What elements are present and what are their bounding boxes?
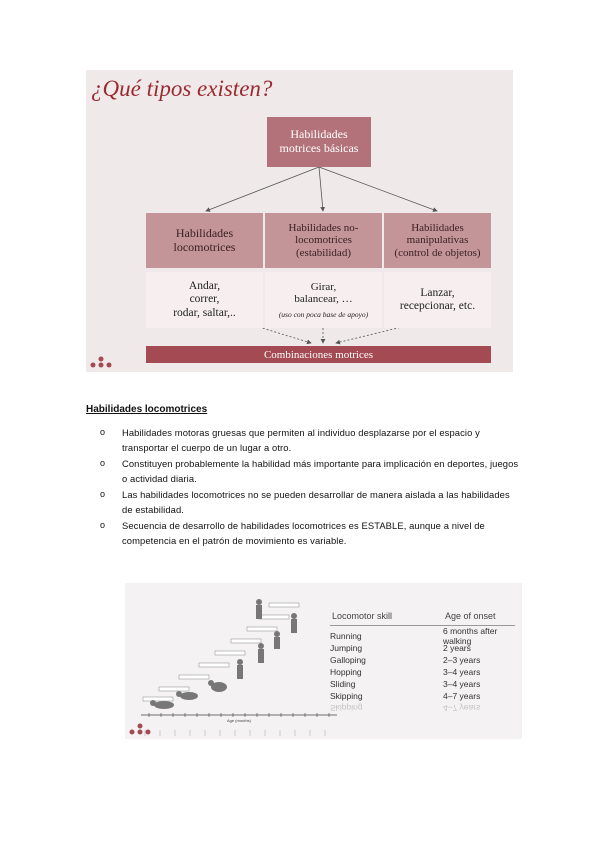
examples-manipulative: Lanzar,recepcionar, etc.: [384, 272, 491, 328]
section-heading: Habilidades locomotrices: [86, 404, 208, 415]
logo-icon: [90, 356, 112, 368]
examples-locomotor: Andar,correr,rodar, saltar,..: [146, 272, 263, 328]
slide-footer-ticks: [144, 730, 326, 736]
examples-note: (uso con poca base de apoyo): [278, 309, 369, 319]
box-non-locomotor: Habilidades no-locomotrices(estabilidad): [265, 213, 382, 268]
slide-title: ¿Qué tipos existen?: [91, 76, 273, 101]
graph-axis-label: Age (months): [227, 718, 252, 723]
logo-icon: [129, 723, 151, 735]
slide-locomotor-onset: Age (months) Locomotor skill Age of onse…: [125, 583, 522, 739]
table-header: Locomotor skill Age of onset: [332, 611, 496, 621]
examples-non-locomotor: Girar,balancear, … (uso con poca base de…: [265, 272, 382, 328]
combinations-bar: Combinaciones motrices: [146, 346, 491, 363]
developmental-sequence-graph: Age (months): [141, 599, 337, 723]
